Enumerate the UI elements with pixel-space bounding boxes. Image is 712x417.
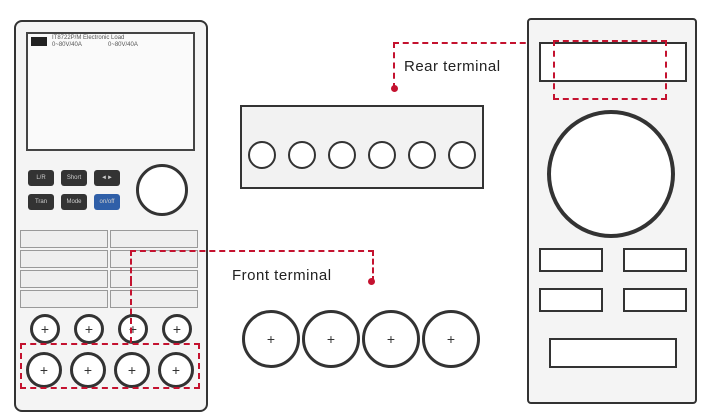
logo-icon [31,37,47,46]
channel-slot [20,290,108,308]
connector-block [539,288,603,312]
model-text: IT8722P/M Electronic Load [52,35,125,41]
front-terminal [26,352,62,388]
channel-slot [20,230,108,248]
rear-leader-line [393,42,555,89]
connector-block [539,248,603,272]
onoff-button[interactable]: on/off [94,194,120,210]
channel-slot [110,230,198,248]
rear-terminal-label: Rear terminal [404,58,501,75]
front-terminal-label: Front terminal [232,267,332,284]
screw-icon [448,141,476,169]
connector-block [623,248,687,272]
channel-slot [110,290,198,308]
sense-terminal [30,314,60,344]
channel-slot [110,270,198,288]
front-terminal [114,352,150,388]
mode-button[interactable]: Mode [61,194,87,210]
sense-terminal [162,314,192,344]
front-terminal-highlight [20,343,200,389]
short-button[interactable]: Short [61,170,87,186]
channel-slot [20,270,108,288]
rotary-knob[interactable] [136,164,188,216]
front-terminal [70,352,106,388]
connector-block [623,288,687,312]
sense-terminal [74,314,104,344]
db-connector [549,338,677,368]
terminal-knob [302,310,360,368]
front-leader-dot [368,278,375,285]
sense-terminal [118,314,148,344]
terminal-screw [288,141,316,169]
terminal-screw [408,141,436,169]
channel-slot [20,250,108,268]
arrow-button[interactable]: ◄► [94,170,120,186]
rear-panel [527,18,697,404]
channel1-spec: 0~80V/40A [52,42,82,48]
screw-icon [248,141,276,169]
lr-button[interactable]: L/R [28,170,54,186]
front-terminal [158,352,194,388]
terminal-screw [368,141,396,169]
terminal-screw [328,141,356,169]
rear-terminal-highlight [553,40,667,100]
front-leader-line-down [130,280,132,343]
rear-terminal-block [240,105,484,189]
terminal-knob [242,310,300,368]
terminal-knob [362,310,420,368]
fan-icon [547,110,675,238]
rear-leader-dot [391,85,398,92]
display-screen: IT8722P/M Electronic Load 0~80V/40A 0~80… [26,32,195,151]
channel2-spec: 0~80V/40A [108,42,138,48]
tran-button[interactable]: Tran [28,194,54,210]
front-terminal-detail [240,305,480,400]
rear-terminal-strip [539,42,687,82]
front-leader-line [130,250,374,282]
terminal-knob [422,310,480,368]
front-panel: IT8722P/M Electronic Load 0~80V/40A 0~80… [14,20,208,412]
